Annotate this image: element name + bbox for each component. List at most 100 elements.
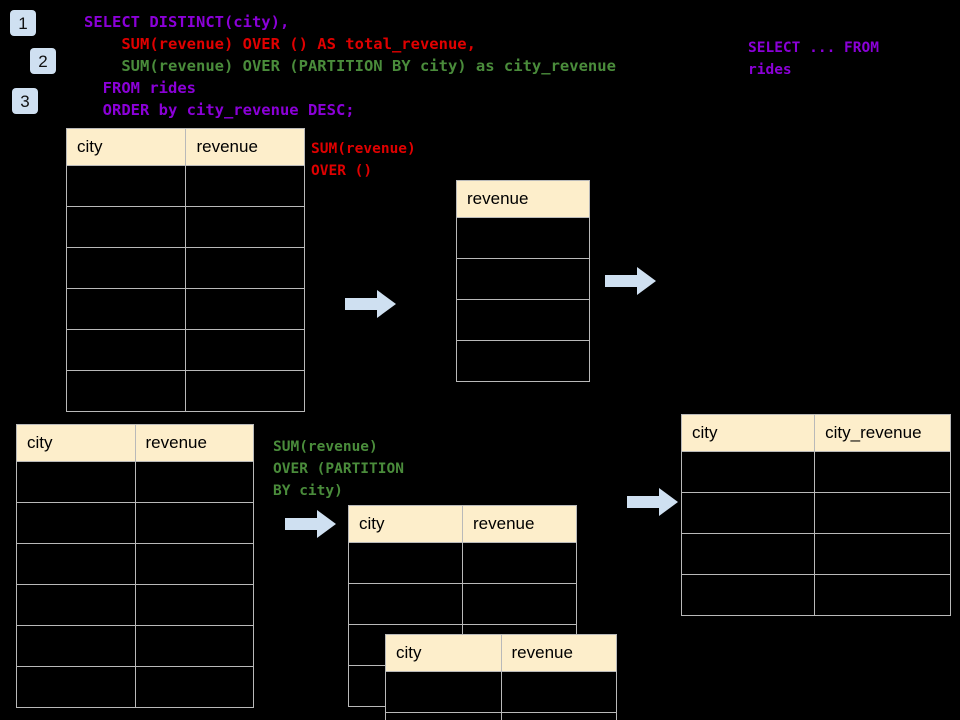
column-header-city: city — [680, 414, 816, 452]
table-cell — [185, 370, 305, 412]
table-cell — [16, 543, 136, 585]
table-body — [680, 451, 951, 616]
table-partition-b: city revenue — [385, 634, 617, 720]
table-cell — [16, 625, 136, 667]
table-cell — [385, 671, 502, 713]
table-row — [16, 543, 254, 585]
table-cell — [185, 247, 305, 289]
table-cell — [456, 217, 590, 259]
table-body — [385, 671, 617, 720]
arrow-partition-to-result-icon — [627, 487, 679, 517]
column-header-city: city — [385, 634, 502, 672]
table-row — [65, 370, 305, 412]
table-result: city city_revenue — [680, 414, 951, 616]
table-row — [65, 165, 305, 207]
table-header-row: city revenue — [16, 424, 254, 462]
arrow-total-to-result-icon — [605, 266, 657, 296]
table-cell — [814, 574, 951, 616]
table-header-row: city revenue — [65, 128, 305, 166]
table-cell — [456, 299, 590, 341]
table-cell — [16, 584, 136, 626]
annotation-sum-over-partition: SUM(revenue) OVER (PARTITION BY city) — [273, 439, 404, 499]
table-cell — [500, 712, 617, 720]
table-cell — [680, 451, 816, 493]
table-cell — [348, 583, 463, 625]
table-total-revenue: revenue — [456, 180, 590, 382]
table-cell — [65, 165, 187, 207]
table-cell — [134, 666, 254, 708]
table-body — [65, 165, 305, 412]
table-row — [16, 502, 254, 544]
sql-line-from: FROM rides — [84, 79, 196, 97]
table-cell — [65, 370, 187, 412]
column-header-revenue: revenue — [500, 634, 617, 672]
table-source-top: city revenue — [65, 128, 305, 412]
table-cell — [456, 340, 590, 382]
table-row — [16, 584, 254, 626]
table-row — [385, 712, 617, 720]
table-row — [348, 542, 577, 584]
column-header-revenue: revenue — [185, 128, 305, 166]
table-cell — [65, 206, 187, 248]
annotation-select-from-rides: SELECT ... FROM rides — [748, 40, 879, 78]
column-header-city: city — [348, 505, 463, 543]
table-cell — [680, 533, 816, 575]
step-badge-3: 3 — [12, 88, 38, 114]
annotation-sum-over-empty: SUM(revenue) OVER () — [311, 141, 416, 179]
table-cell — [348, 542, 463, 584]
table-cell — [65, 288, 187, 330]
table-source-bottom: city revenue — [16, 424, 254, 708]
table-row — [456, 340, 590, 382]
table-row — [456, 217, 590, 259]
step-badge-2: 2 — [30, 48, 56, 74]
sql-line-city-revenue: SUM(revenue) OVER (PARTITION BY city) as… — [84, 57, 616, 75]
sql-line-total-revenue: SUM(revenue) OVER () AS total_revenue, — [84, 35, 476, 53]
table-cell — [385, 712, 502, 720]
table-row — [16, 461, 254, 503]
table-cell — [65, 247, 187, 289]
step-badge-1: 1 — [10, 10, 36, 36]
table-row — [680, 533, 951, 575]
table-body — [456, 217, 590, 382]
table-row — [680, 492, 951, 534]
table-row — [348, 583, 577, 625]
sql-line-select: SELECT DISTINCT(city), — [84, 13, 290, 31]
sql-line-order-by: ORDER by city_revenue DESC; — [84, 101, 355, 119]
column-header-revenue: revenue — [456, 180, 590, 218]
table-cell — [134, 625, 254, 667]
column-header-city-revenue: city_revenue — [814, 414, 951, 452]
table-cell — [185, 165, 305, 207]
table-row — [16, 666, 254, 708]
table-body — [16, 461, 254, 708]
column-header-revenue: revenue — [134, 424, 254, 462]
table-row — [65, 329, 305, 371]
table-cell — [814, 533, 951, 575]
table-cell — [16, 502, 136, 544]
table-cell — [500, 671, 617, 713]
table-cell — [680, 492, 816, 534]
table-cell — [134, 543, 254, 585]
table-row — [680, 574, 951, 616]
column-header-revenue: revenue — [462, 505, 577, 543]
column-header-city: city — [16, 424, 136, 462]
table-cell — [456, 258, 590, 300]
table-header-row: revenue — [456, 180, 590, 218]
table-header-row: city city_revenue — [680, 414, 951, 452]
table-cell — [134, 584, 254, 626]
table-row — [65, 288, 305, 330]
table-row — [16, 625, 254, 667]
table-cell — [65, 329, 187, 371]
table-row — [385, 671, 617, 713]
arrow-source-to-total-icon — [345, 289, 397, 319]
table-cell — [814, 492, 951, 534]
table-header-row: city revenue — [348, 505, 577, 543]
table-cell — [814, 451, 951, 493]
table-cell — [185, 288, 305, 330]
column-header-city: city — [65, 128, 187, 166]
table-cell — [16, 461, 136, 503]
table-row — [65, 206, 305, 248]
table-cell — [134, 502, 254, 544]
table-cell — [134, 461, 254, 503]
table-row — [65, 247, 305, 289]
